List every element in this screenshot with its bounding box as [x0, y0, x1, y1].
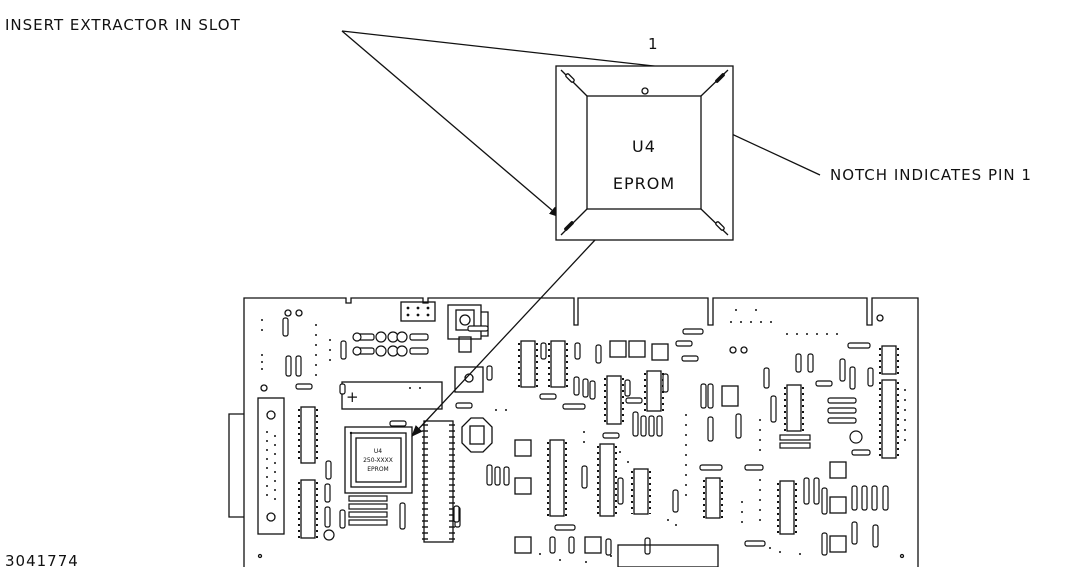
circuit-board: + U4 250-XXXX EPROM	[228, 297, 919, 567]
slot-bottom-left	[564, 221, 574, 231]
board-chip-type: EPROM	[367, 466, 388, 473]
chip-designator: U4	[632, 137, 656, 156]
board-chip-designator: U4	[374, 448, 382, 455]
arrow-to-bottom-left-slot	[341, 30, 561, 218]
pin1-notch-icon	[641, 87, 649, 95]
figure-id-label: 3041774	[5, 552, 79, 567]
chip-detail: U4 EPROM	[555, 65, 734, 241]
pin-one-number-label: 1	[648, 35, 659, 53]
chip-type: EPROM	[613, 174, 675, 193]
slot-top-left	[565, 73, 575, 83]
plus-mark: +	[346, 388, 360, 406]
notch-indicates-label: NOTCH INDICATES PIN 1	[830, 166, 1032, 184]
board-chip-part-number: 250-XXXX	[363, 457, 393, 464]
insert-extractor-label: INSERT EXTRACTOR IN SLOT	[5, 16, 241, 34]
slot-bottom-right	[715, 221, 725, 231]
board-u4-socket: U4 250-XXXX EPROM	[344, 426, 413, 494]
slot-top-right	[715, 73, 725, 83]
